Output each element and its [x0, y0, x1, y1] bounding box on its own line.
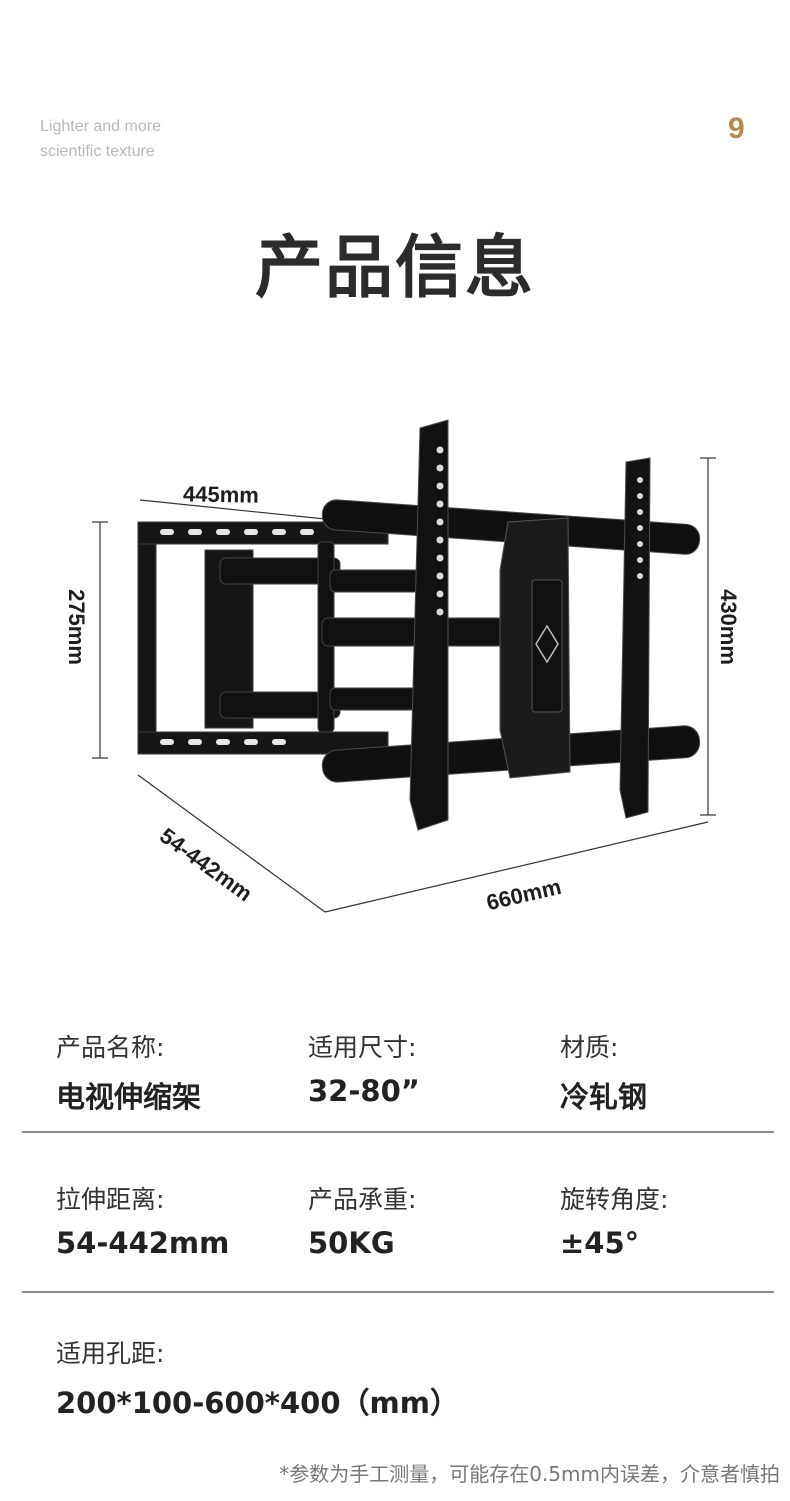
spec-product-name: 产品名称: 电视伸缩架 — [56, 1028, 201, 1116]
page-title: 产品信息 — [254, 229, 535, 308]
spec-value: 32-80” — [308, 1074, 420, 1108]
spec-label: 产品名称: — [56, 1033, 165, 1062]
tv-mount-product-image — [92, 419, 716, 913]
divider — [22, 1291, 774, 1293]
spec-label: 材质: — [560, 1033, 619, 1062]
spec-material: 材质: 冷轧钢 — [560, 1028, 647, 1116]
spec-rotation: 旋转角度: ±45° — [560, 1180, 668, 1260]
spec-value: 200*100-600*400（mm） — [56, 1386, 459, 1420]
spec-value: 50KG — [308, 1226, 395, 1260]
spec-vesa: 适用孔距: 200*100-600*400（mm） — [56, 1334, 459, 1422]
footnote: *参数为手工测量，可能存在0.5mm内误差，介意者慎拍 — [279, 1462, 780, 1486]
spec-label: 适用孔距: — [56, 1339, 165, 1368]
spec-value: 54-442mm — [56, 1226, 230, 1260]
page-number: 9 — [728, 112, 745, 145]
spec-size: 适用尺寸: 32-80” — [308, 1028, 420, 1108]
spec-stretch-distance: 拉伸距离: 54-442mm — [56, 1180, 229, 1260]
spec-label: 旋转角度: — [560, 1185, 669, 1214]
spec-value: 冷轧钢 — [560, 1080, 648, 1114]
dimension-width-top: 445mm — [182, 481, 260, 508]
spec-value: 电视伸缩架 — [56, 1080, 202, 1114]
spec-load: 产品承重: 50KG — [308, 1180, 416, 1260]
tagline: Lighter and more scientific texture — [40, 118, 161, 160]
spec-value: ±45° — [560, 1226, 640, 1260]
dimension-height-left: 275mm — [63, 589, 89, 665]
spec-label: 拉伸距离: — [56, 1185, 165, 1214]
divider — [22, 1131, 774, 1133]
dimension-height-right: 430mm — [715, 589, 741, 665]
spec-label: 产品承重: — [308, 1185, 417, 1214]
spec-label: 适用尺寸: — [308, 1033, 417, 1062]
